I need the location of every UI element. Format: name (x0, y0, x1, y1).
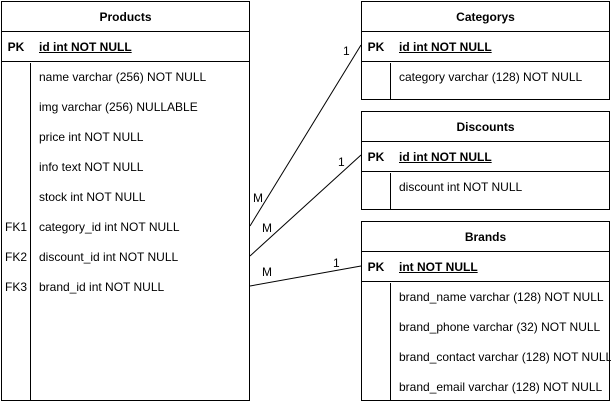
field-row: category varchar (128) NOT NULL (362, 62, 609, 92)
entity-title: Categorys (362, 2, 609, 32)
field-name: discount_id int NOT NULL (39, 250, 179, 264)
entity-discounts: Discounts PK id int NOT NULL discount in… (361, 111, 610, 210)
key-marker: PK (367, 40, 385, 54)
field-name: brand_contact varchar (128) NOT NULL (399, 350, 611, 364)
field-name: brand_email varchar (128) NOT NULL (399, 380, 603, 394)
key-marker: PK (7, 40, 25, 54)
field-name: discount int NOT NULL (399, 180, 523, 194)
relation-line-discount (249, 154, 362, 257)
cardinality-category-one: 1 (343, 44, 350, 58)
entity-title: Products (2, 2, 249, 32)
key-marker (2, 122, 30, 152)
field-row: FK1 category_id int NOT NULL (2, 212, 249, 242)
field-name: id int NOT NULL (399, 150, 492, 164)
entity-categorys: Categorys PK id int NOT NULL category va… (361, 1, 610, 100)
field-row: img varchar (256) NULLABLE (2, 92, 249, 122)
key-column-divider (390, 283, 391, 400)
key-marker: PK (367, 150, 385, 164)
entity-title: Discounts (362, 112, 609, 142)
field-name: id int NOT NULL (399, 40, 492, 54)
cardinality-category-many: M (253, 191, 263, 205)
key-marker (2, 62, 30, 92)
field-name: img varchar (256) NULLABLE (39, 100, 198, 114)
field-name: stock int NOT NULL (39, 190, 146, 204)
field-row: FK2 discount_id int NOT NULL (2, 242, 249, 272)
primary-key-row: PK int NOT NULL (362, 252, 609, 282)
key-marker: FK1 (4, 220, 27, 234)
entity-products: Products PK id int NOT NULL name varchar… (1, 1, 250, 401)
cardinality-brand-one: 1 (333, 256, 340, 270)
field-name: category_id int NOT NULL (39, 220, 180, 234)
field-row: discount int NOT NULL (362, 172, 609, 202)
cardinality-discount-many: M (262, 221, 272, 235)
primary-key-row: PK id int NOT NULL (2, 32, 249, 62)
key-marker (362, 62, 390, 92)
relation-line-category (249, 44, 362, 227)
field-row: brand_contact varchar (128) NOT NULL (362, 342, 611, 372)
field-name: brand_id int NOT NULL (39, 280, 165, 294)
field-row: brand_name varchar (128) NOT NULL (362, 282, 609, 312)
field-row: brand_email varchar (128) NOT NULL (362, 372, 609, 402)
key-marker: FK2 (4, 250, 27, 264)
key-marker (362, 172, 390, 202)
field-name: info text NOT NULL (39, 160, 144, 174)
field-name: int NOT NULL (399, 260, 478, 274)
key-marker (362, 372, 390, 402)
relation-line-brand (249, 265, 362, 287)
key-marker: PK (367, 260, 385, 274)
key-marker (362, 282, 390, 312)
key-marker (362, 312, 390, 342)
key-marker (2, 182, 30, 212)
field-row: info text NOT NULL (2, 152, 249, 182)
field-name: id int NOT NULL (39, 40, 132, 54)
field-name: brand_name varchar (128) NOT NULL (399, 290, 604, 304)
field-name: category varchar (128) NOT NULL (399, 70, 583, 84)
key-marker (362, 342, 390, 372)
field-row: stock int NOT NULL (2, 182, 249, 212)
cardinality-discount-one: 1 (338, 155, 345, 169)
primary-key-row: PK id int NOT NULL (362, 142, 609, 172)
key-column-divider (390, 63, 391, 99)
key-marker: FK3 (4, 280, 27, 294)
field-row: price int NOT NULL (2, 122, 249, 152)
field-row: name varchar (256) NOT NULL (2, 62, 249, 92)
key-marker (2, 92, 30, 122)
field-row: FK3 brand_id int NOT NULL (2, 272, 249, 302)
field-name: name varchar (256) NOT NULL (39, 70, 207, 84)
primary-key-row: PK id int NOT NULL (362, 32, 609, 62)
key-marker (2, 152, 30, 182)
entity-title: Brands (362, 222, 609, 252)
field-name: price int NOT NULL (39, 130, 144, 144)
cardinality-brand-many: M (262, 265, 272, 279)
field-name: brand_phone varchar (32) NOT NULL (399, 320, 601, 334)
field-row: brand_phone varchar (32) NOT NULL (362, 312, 609, 342)
key-column-divider (30, 63, 31, 400)
key-column-divider (390, 173, 391, 209)
entity-brands: Brands PK int NOT NULL brand_name varcha… (361, 221, 611, 402)
